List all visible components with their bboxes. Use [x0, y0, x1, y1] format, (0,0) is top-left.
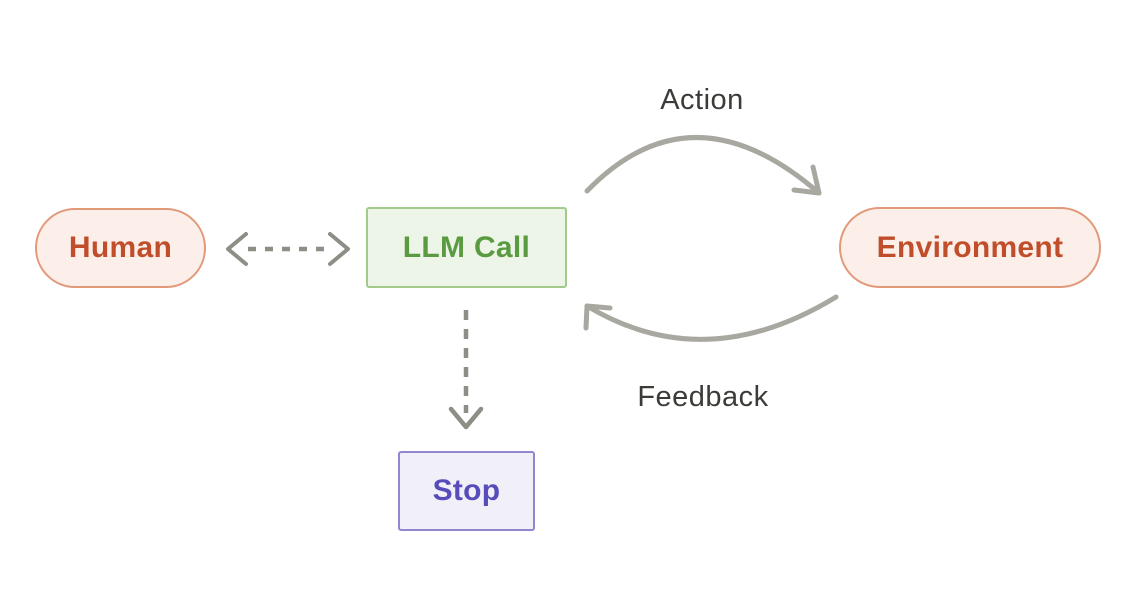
stop-node: Stop	[398, 451, 535, 531]
human-llm-dashed-arrow	[226, 232, 350, 266]
llm-stop-dashed-arrow	[448, 310, 484, 430]
feedback-arrow	[583, 294, 839, 342]
action-arrow	[584, 135, 822, 196]
llm-call-node-label: LLM Call	[402, 230, 531, 264]
llm-call-node: LLM Call	[366, 207, 567, 288]
stop-node-label: Stop	[432, 474, 501, 507]
action-edge-label: Action	[660, 84, 744, 116]
environment-node: Environment	[839, 207, 1101, 288]
environment-node-label: Environment	[876, 230, 1064, 264]
human-node-label: Human	[68, 231, 173, 264]
human-node: Human	[35, 208, 206, 288]
feedback-edge-label: Feedback	[637, 381, 769, 413]
